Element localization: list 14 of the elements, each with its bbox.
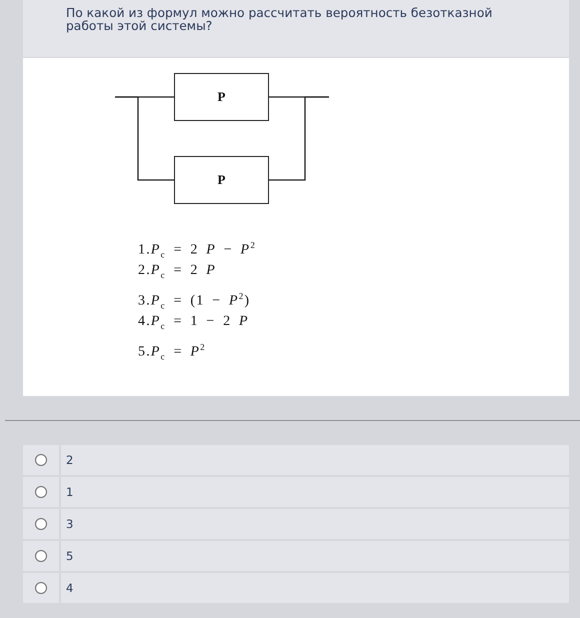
answer-text: 1 xyxy=(59,477,569,507)
question-text: По какой из формул можно рассчитать вероятность безотказной работы этой системы? xyxy=(66,7,494,33)
answer-text: 5 xyxy=(59,541,569,571)
block-box: P xyxy=(174,156,269,204)
formula: 4.P$_{c}$ = 1 − 2 P xyxy=(138,312,249,332)
wire xyxy=(115,96,174,181)
block-box: P xyxy=(174,73,269,121)
answer-text: 3 xyxy=(59,509,569,539)
answer-text: 4 xyxy=(59,573,569,603)
formula: 3.P$_{c}$ = (1 − P$^{2}$) xyxy=(138,290,250,312)
formula: 1.P$_{c}$ = 2 P − P$^{2}$ xyxy=(138,239,256,262)
answer-text: 2 xyxy=(59,445,569,475)
formula: 2.P$_{c}$ = 2 P xyxy=(138,262,216,282)
formula: 5.P$_{c}$ = P$^{2}$ xyxy=(138,341,206,364)
